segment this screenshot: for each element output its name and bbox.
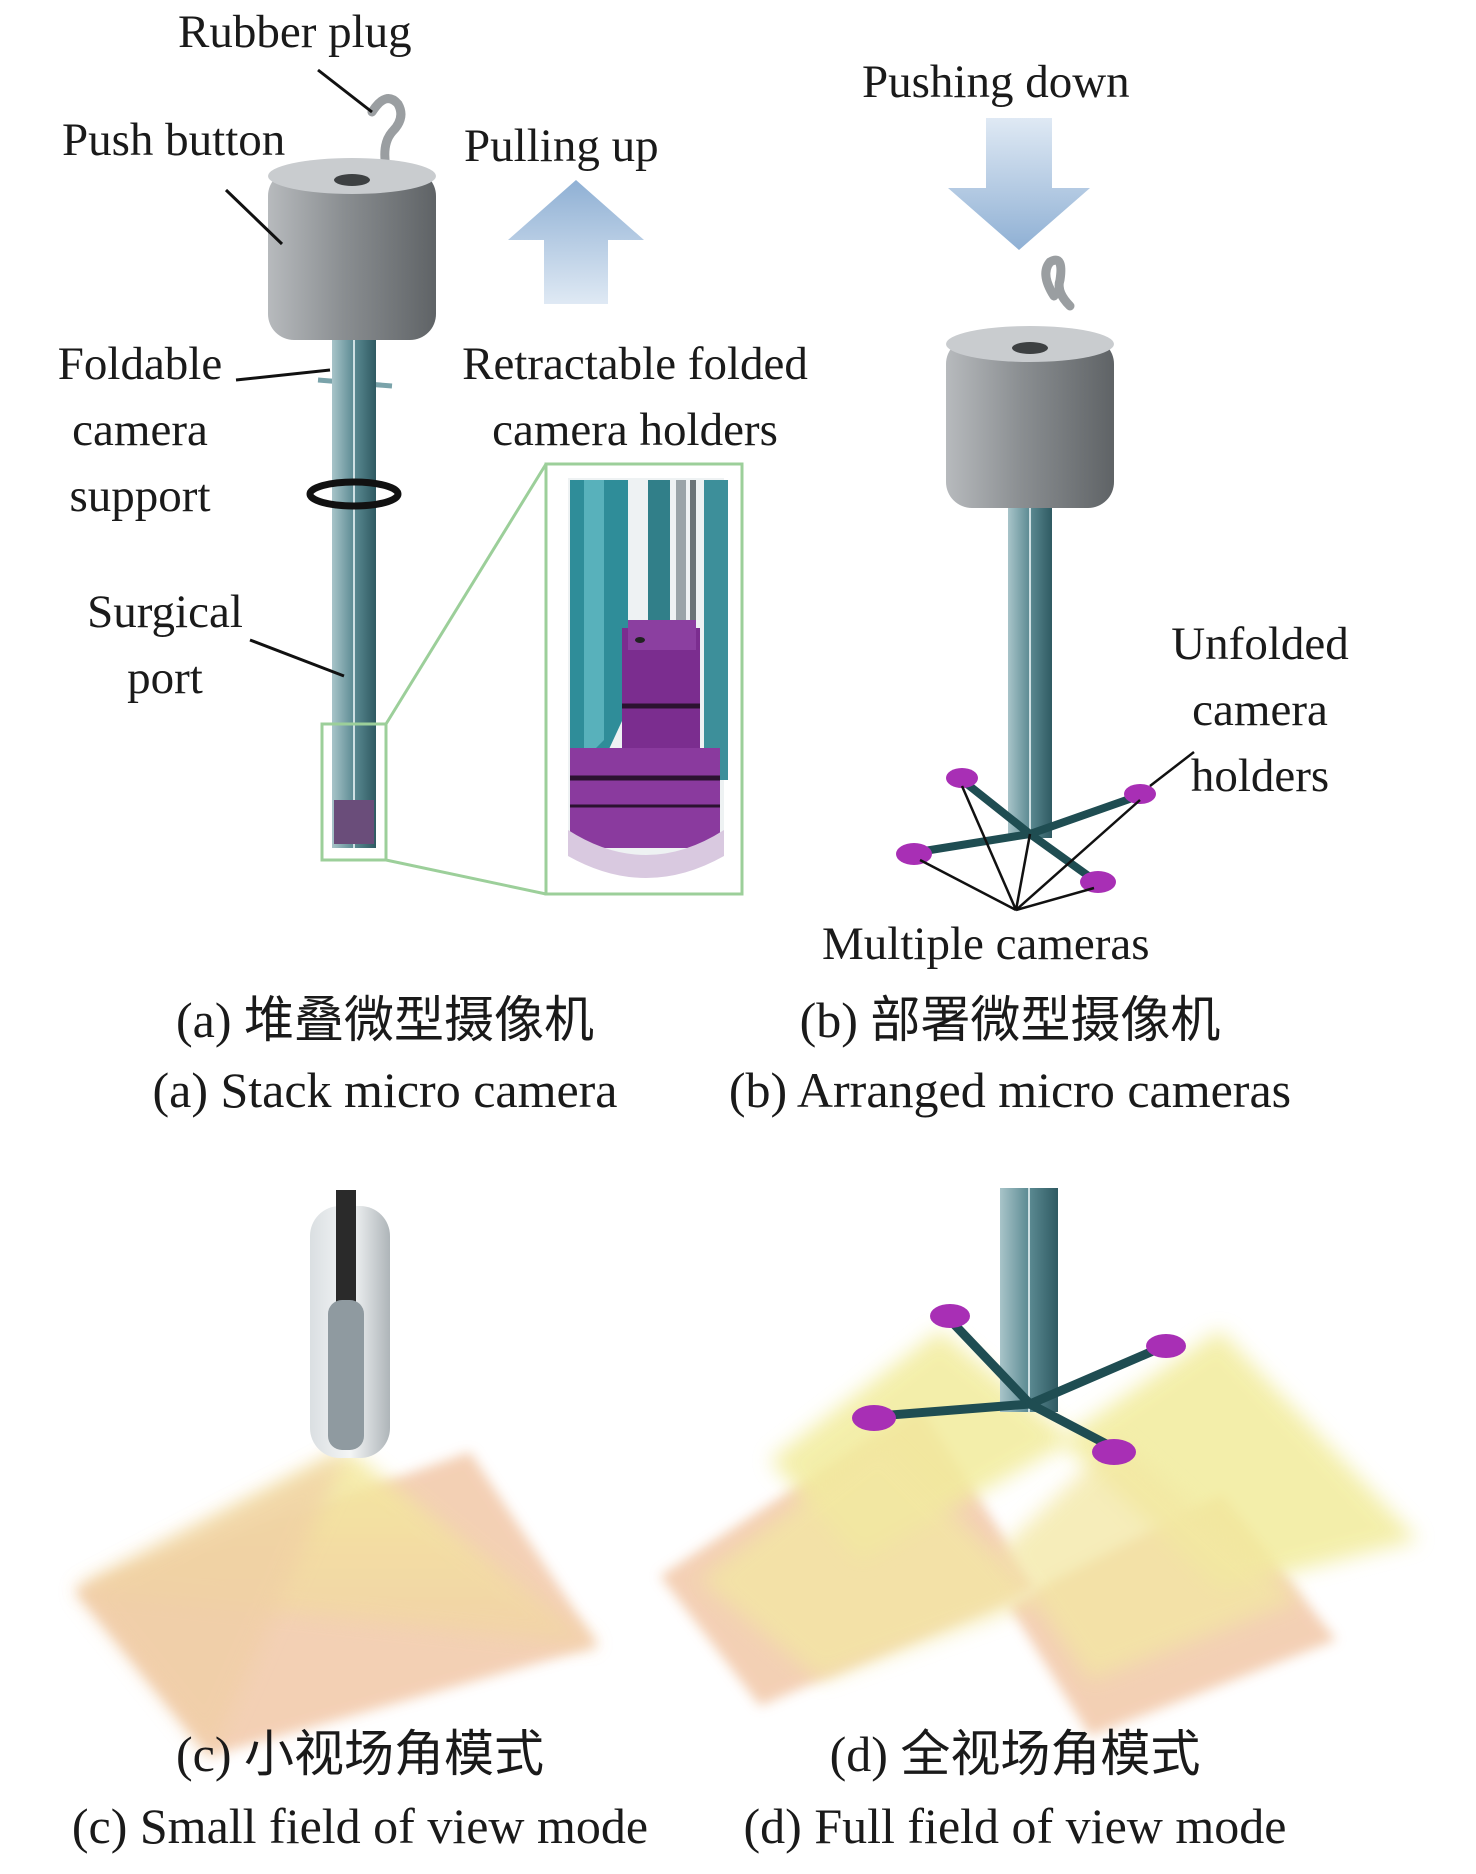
caption-a-cn: (a) 堆叠微型摄像机 bbox=[176, 992, 594, 1048]
camera-disc bbox=[1080, 871, 1116, 893]
foldable-support-line3: support bbox=[69, 470, 211, 522]
camera-disc bbox=[946, 768, 978, 788]
multiple-cameras-label: Multiple cameras bbox=[822, 918, 1150, 970]
foldable-support-line1: Foldable bbox=[57, 338, 223, 390]
unfolded-holders-line2: camera bbox=[1192, 684, 1328, 736]
pulling-up-label: Pulling up bbox=[464, 120, 659, 172]
caption-a-en: (a) Stack micro camera bbox=[152, 1062, 618, 1118]
panel-b-device bbox=[896, 255, 1156, 893]
pushing-down-arrow bbox=[948, 118, 1090, 250]
unfolded-holders-line1: Unfolded bbox=[1171, 618, 1349, 670]
surgical-port-line2: port bbox=[127, 652, 203, 704]
push-button-label: Push button bbox=[62, 114, 286, 166]
panel-b-leader-lines bbox=[919, 751, 1195, 912]
camera-disc bbox=[1124, 784, 1156, 804]
surgical-port-line1: Surgical bbox=[87, 586, 243, 638]
camera-disc bbox=[1146, 1334, 1186, 1358]
pulling-up-arrow bbox=[508, 180, 644, 304]
pushing-down-label: Pushing down bbox=[862, 56, 1130, 108]
caption-c-cn: (c) 小视场角模式 bbox=[176, 1726, 544, 1782]
panel-c-artwork bbox=[76, 1190, 598, 1756]
push-button-body bbox=[268, 170, 436, 340]
retractable-holders-line2: camera holders bbox=[492, 404, 778, 456]
camera-disc bbox=[852, 1405, 896, 1431]
unfolded-holders-line3: holders bbox=[1190, 750, 1330, 802]
caption-d-en: (d) Full field of view mode bbox=[743, 1798, 1287, 1854]
caption-b-cn: (b) 部署微型摄像机 bbox=[799, 992, 1221, 1048]
panel-a-leader-lines bbox=[224, 68, 373, 678]
zoom-connector-lines bbox=[384, 463, 548, 896]
panel-a-device bbox=[268, 94, 436, 862]
rubber-plug-label: Rubber plug bbox=[178, 6, 412, 58]
camera-disc bbox=[1092, 1439, 1136, 1465]
foldable-support-line2: camera bbox=[72, 404, 208, 456]
inset-folded-holders bbox=[544, 462, 744, 896]
rubber-plug-shape bbox=[367, 94, 406, 181]
retractable-holders-line1: Retractable folded bbox=[462, 338, 808, 390]
panel-d-artwork bbox=[660, 1188, 1418, 1736]
camera-disc bbox=[896, 843, 932, 865]
camera-disc bbox=[930, 1304, 970, 1328]
caption-d-cn: (d) 全视场角模式 bbox=[829, 1726, 1201, 1782]
caption-b-en: (b) Arranged micro cameras bbox=[728, 1062, 1292, 1118]
caption-c-en: (c) Small field of view mode bbox=[71, 1798, 649, 1854]
